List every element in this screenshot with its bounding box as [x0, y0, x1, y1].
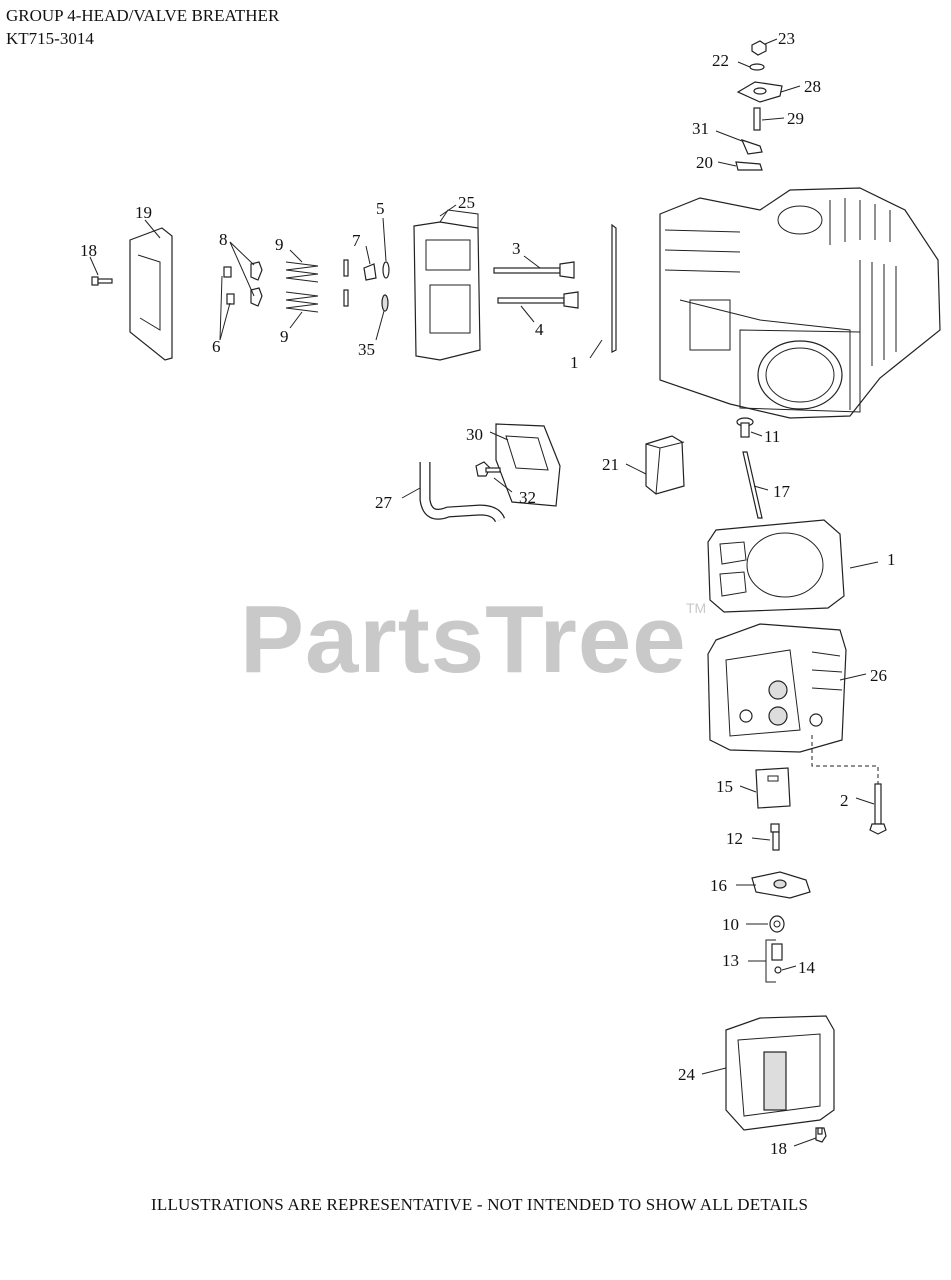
part-head-bolt-2[interactable]: [869, 783, 887, 835]
part-valve-caps-8[interactable]: [250, 261, 263, 307]
part-guides[interactable]: [343, 259, 349, 307]
callout-label: 4: [535, 320, 544, 339]
callout-label: 16: [710, 876, 727, 895]
part-rocker-stud-12[interactable]: [770, 823, 780, 851]
part-exhaust-valve-4[interactable]: [497, 291, 579, 309]
callout-label: 12: [726, 829, 743, 848]
part-crankcase-block[interactable]: [659, 187, 941, 419]
callout-label: 9: [280, 327, 289, 346]
callout-labels: 23 22 28 29 31 20 19 18 8 9 7 5 25 3 6 9…: [80, 29, 896, 1158]
callout-label: 11: [764, 427, 780, 446]
part-plate-20[interactable]: [735, 161, 763, 171]
callout-label: 17: [773, 482, 791, 501]
part-valve-springs-9[interactable]: [285, 261, 319, 313]
diagram-group-title: GROUP 4-HEAD/VALVE BREATHER: [6, 6, 280, 25]
callout-label: 29: [787, 109, 804, 128]
part-adjuster-set-13[interactable]: [765, 939, 783, 983]
part-screw-18-bottom[interactable]: [815, 1127, 827, 1143]
part-washer-22[interactable]: [749, 63, 765, 71]
callout-label: 28: [804, 77, 821, 96]
callout-label: 23: [778, 29, 795, 48]
part-breather-bracket-31[interactable]: [740, 139, 763, 155]
part-breather-cover-19[interactable]: [129, 227, 173, 361]
part-retainer-35[interactable]: [381, 294, 389, 312]
part-pivot-10[interactable]: [769, 915, 785, 933]
part-screw-18-left[interactable]: [91, 276, 113, 286]
part-cylinder-head-26[interactable]: [707, 623, 847, 753]
callout-label: 26: [870, 666, 887, 685]
part-cylinder-head-25[interactable]: [413, 209, 481, 361]
watermark-trademark: TM: [686, 600, 707, 616]
part-screw-32[interactable]: [475, 461, 501, 477]
callout-label: 22: [712, 51, 729, 70]
callout-label: 14: [798, 958, 816, 977]
callout-label: 1: [887, 550, 896, 569]
callout-label: 3: [512, 239, 521, 258]
callout-label: 8: [219, 230, 228, 249]
disclaimer-footer: ILLUSTRATIONS ARE REPRESENTATIVE - NOT I…: [151, 1195, 809, 1214]
part-guide-plate-15[interactable]: [755, 767, 791, 809]
part-set-screw-14[interactable]: [774, 966, 782, 974]
callout-label: 6: [212, 337, 221, 356]
callout-label: 13: [722, 951, 739, 970]
callout-label: 21: [602, 455, 619, 474]
part-filter-21[interactable]: [645, 435, 685, 495]
callout-label: 15: [716, 777, 733, 796]
callout-label: 7: [352, 231, 361, 250]
part-seal-7[interactable]: [363, 263, 377, 281]
callout-label: 18: [80, 241, 97, 260]
callout-label: 20: [696, 153, 713, 172]
part-breather-gasket-30[interactable]: [495, 423, 561, 507]
callout-label: 9: [275, 235, 284, 254]
part-lifter-11[interactable]: [736, 417, 754, 438]
watermark-logo: PartsTree: [240, 586, 687, 693]
callout-label: 18: [770, 1139, 787, 1158]
part-head-gasket-1[interactable]: [707, 519, 845, 613]
callout-label: 2: [840, 791, 849, 810]
callout-label: 30: [466, 425, 483, 444]
callout-label: 27: [375, 493, 393, 512]
part-gasket-1-top[interactable]: [611, 223, 617, 353]
callout-label: 19: [135, 203, 152, 222]
callout-label: 25: [458, 193, 475, 212]
callout-label: 31: [692, 119, 709, 138]
part-rocker-arm-16[interactable]: [751, 871, 811, 899]
callout-label: 24: [678, 1065, 696, 1084]
callout-label: 32: [519, 488, 536, 507]
part-valve-keepers-6[interactable]: [223, 266, 235, 305]
callout-label: 35: [358, 340, 375, 359]
callout-label: 5: [376, 199, 385, 218]
part-push-rod-17[interactable]: [742, 451, 763, 519]
part-nut-23[interactable]: [751, 40, 767, 56]
part-valve-cover-24[interactable]: [725, 1015, 835, 1131]
part-retainer-5[interactable]: [382, 261, 390, 279]
callout-label: 1: [570, 353, 579, 372]
part-intake-valve-3[interactable]: [493, 261, 575, 279]
part-stud-29[interactable]: [753, 107, 761, 131]
callout-label: 10: [722, 915, 739, 934]
model-number: KT715-3014: [6, 29, 94, 48]
part-breather-hose-27[interactable]: [419, 462, 506, 523]
part-bracket-28[interactable]: [736, 81, 783, 103]
